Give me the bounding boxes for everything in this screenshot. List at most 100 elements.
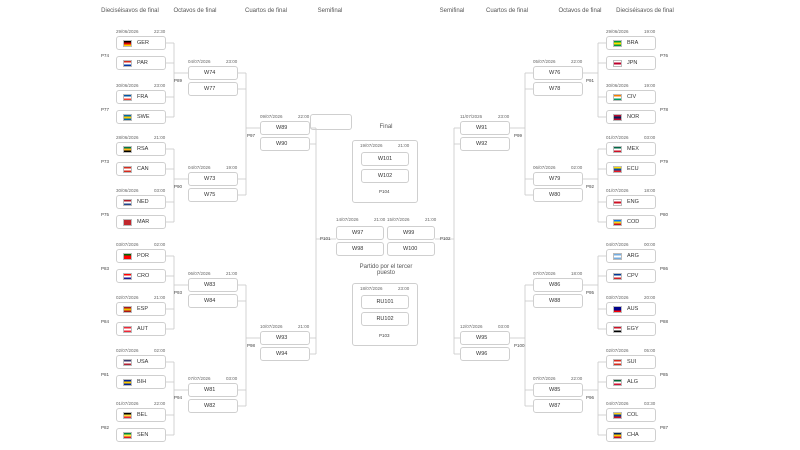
team-slot[interactable]: USA xyxy=(116,355,166,369)
team-slot[interactable]: NED xyxy=(116,195,166,209)
team-code: CHA xyxy=(627,432,639,438)
team-slot[interactable]: NOR xyxy=(606,110,656,124)
winner-slot[interactable]: W92 xyxy=(460,137,510,151)
match-id: P86 xyxy=(660,266,669,271)
winner-slot[interactable]: W76 xyxy=(533,66,583,80)
column-header: Octavos de final xyxy=(558,8,602,14)
team-slot[interactable]: BEL xyxy=(116,408,166,422)
match-time: 18:00 xyxy=(644,188,656,193)
match-id: P103 xyxy=(379,333,390,338)
match-id: P87 xyxy=(660,425,669,430)
team-slot[interactable]: COL xyxy=(606,408,656,422)
slot-label: W93 xyxy=(276,335,288,341)
team-slot[interactable]: POR xyxy=(116,249,166,263)
team-code: COL xyxy=(627,412,639,418)
winner-slot[interactable]: W87 xyxy=(533,399,583,413)
flag-icon xyxy=(123,378,132,386)
team-slot[interactable]: SUI xyxy=(606,355,656,369)
winner-slot[interactable]: W91 xyxy=(460,121,510,135)
winner-slot[interactable]: W79 xyxy=(533,172,583,186)
team-slot[interactable]: JPN xyxy=(606,56,656,70)
winner-slot[interactable]: W88 xyxy=(533,294,583,308)
team-slot[interactable]: AUS xyxy=(606,302,656,316)
winner-slot[interactable]: W81 xyxy=(188,383,238,397)
team-slot[interactable]: ESP xyxy=(116,302,166,316)
team-slot[interactable]: BRA xyxy=(606,36,656,50)
match-id: P89 xyxy=(174,78,183,83)
match-date: 29/06/2026 xyxy=(606,29,629,34)
winner-slot[interactable]: W90 xyxy=(260,137,310,151)
team-slot[interactable]: ECU xyxy=(606,162,656,176)
winner-slot[interactable]: W78 xyxy=(533,82,583,96)
match-time: 20:00 xyxy=(644,295,656,300)
flag-icon xyxy=(123,325,132,333)
winner-slot[interactable]: W97 xyxy=(336,226,384,240)
winner-slot[interactable]: W74 xyxy=(188,66,238,80)
winner-slot[interactable]: W80 xyxy=(533,188,583,202)
team-slot[interactable]: ARG xyxy=(606,249,656,263)
winner-slot[interactable]: W85 xyxy=(533,383,583,397)
column-header: Octavos de final xyxy=(173,8,217,14)
team-slot[interactable]: EGY xyxy=(606,322,656,336)
winner-slot[interactable]: RU101 xyxy=(361,295,409,309)
team-slot[interactable]: SEN xyxy=(116,428,166,442)
team-code: POR xyxy=(137,253,149,259)
match-id: P78 xyxy=(660,107,669,112)
winner-slot[interactable]: W84 xyxy=(188,294,238,308)
winner-slot[interactable]: W99 xyxy=(387,226,435,240)
team-slot[interactable]: FRA xyxy=(116,90,166,104)
team-slot[interactable]: ALG xyxy=(606,375,656,389)
winner-slot[interactable]: RU102 xyxy=(361,312,409,326)
flag-icon xyxy=(613,165,622,173)
winner-slot[interactable]: W102 xyxy=(361,169,409,183)
team-slot[interactable]: SWE xyxy=(116,110,166,124)
team-slot[interactable]: RSA xyxy=(116,142,166,156)
team-slot[interactable]: CAN xyxy=(116,162,166,176)
slot-label: W92 xyxy=(476,141,488,147)
match-date: 04/07/2026 xyxy=(606,242,629,247)
winner-slot[interactable]: W93 xyxy=(260,331,310,345)
match-time: 19:00 xyxy=(644,83,656,88)
team-code: MAR xyxy=(137,219,150,225)
team-slot[interactable]: COD xyxy=(606,215,656,229)
winner-slot[interactable]: W100 xyxy=(387,242,435,256)
match-time: 19:00 xyxy=(226,165,238,170)
team-slot[interactable]: ENG xyxy=(606,195,656,209)
team-slot[interactable]: CIV xyxy=(606,90,656,104)
team-code: CIV xyxy=(627,94,637,100)
winner-slot[interactable]: W98 xyxy=(336,242,384,256)
match-time: 22:00 xyxy=(571,376,583,381)
team-slot[interactable]: MAR xyxy=(116,215,166,229)
team-slot[interactable]: BIH xyxy=(116,375,166,389)
team-slot[interactable]: PAR xyxy=(116,56,166,70)
team-slot[interactable]: MEX xyxy=(606,142,656,156)
team-slot[interactable]: CHA xyxy=(606,428,656,442)
match-date: 28/06/2026 xyxy=(116,135,139,140)
match-date: 03/07/2026 xyxy=(116,242,139,247)
winner-slot[interactable]: W73 xyxy=(188,172,238,186)
winner-slot[interactable]: W75 xyxy=(188,188,238,202)
flag-icon xyxy=(613,411,622,419)
match-id: P104 xyxy=(379,189,390,194)
winner-slot[interactable]: W101 xyxy=(361,152,409,166)
winner-slot[interactable]: W86 xyxy=(533,278,583,292)
match-time: 05:00 xyxy=(644,348,656,353)
winner-slot[interactable]: W96 xyxy=(460,347,510,361)
match-date: 05/07/2026 xyxy=(533,59,556,64)
team-code: AUT xyxy=(137,326,148,332)
match-date: 06/07/2026 xyxy=(533,165,556,170)
match-date: 11/07/2026 xyxy=(460,114,483,119)
winner-slot[interactable]: W82 xyxy=(188,399,238,413)
team-slot[interactable]: CRO xyxy=(116,269,166,283)
winner-slot[interactable]: W83 xyxy=(188,278,238,292)
team-slot[interactable]: GER xyxy=(116,36,166,50)
flag-icon xyxy=(613,39,622,47)
winner-slot[interactable]: W89 xyxy=(260,121,310,135)
team-slot[interactable]: AUT xyxy=(116,322,166,336)
team-slot[interactable]: CPV xyxy=(606,269,656,283)
match-time: 23:00 xyxy=(498,114,510,119)
winner-slot[interactable]: W95 xyxy=(460,331,510,345)
winner-slot[interactable]: W94 xyxy=(260,347,310,361)
winner-slot[interactable]: W77 xyxy=(188,82,238,96)
match-time: 21:00 xyxy=(425,217,437,222)
